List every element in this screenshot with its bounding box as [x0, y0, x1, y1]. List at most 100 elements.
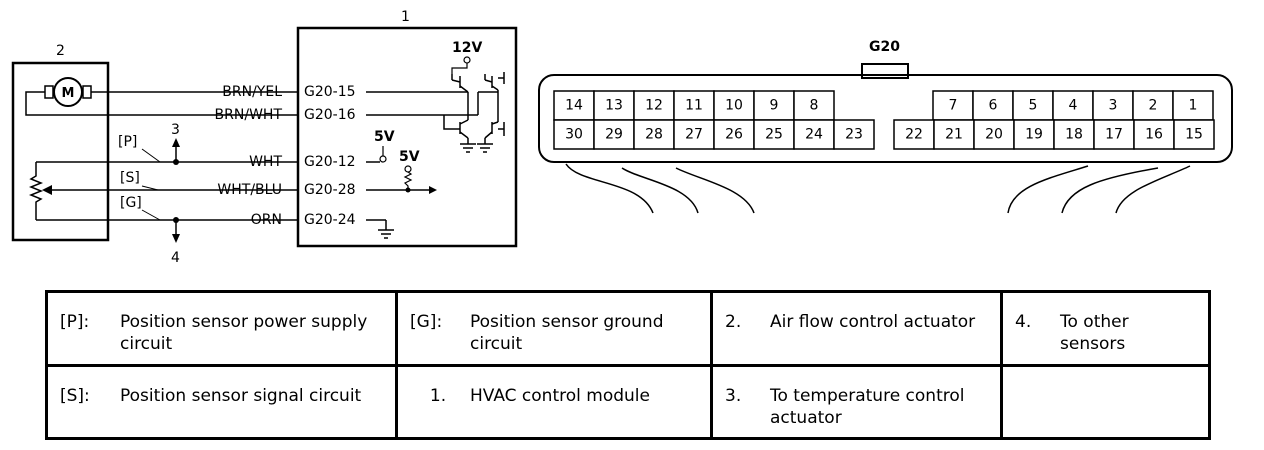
circuit-tag-g: [G] [120, 195, 142, 211]
connector-pin-number: 11 [685, 98, 703, 114]
legend-cell-s: [S]: Position sensor signal circuit [45, 363, 398, 440]
connector-pin-number: 1 [1189, 98, 1198, 114]
connector-pin-number: 15 [1185, 127, 1203, 143]
connector-pin-cell [1053, 119, 1095, 150]
motor-icon: M [44, 77, 92, 107]
wire-color-4: WHT/BLU [217, 182, 282, 198]
connector-pin-number: 5 [1029, 98, 1038, 114]
pin-label-2: G20-16 [304, 107, 356, 123]
legend-table: [P]: Position sensor power supply circui… [45, 290, 1211, 440]
connector-pin-cell [833, 119, 875, 150]
connector-pin-cell [793, 90, 835, 121]
legend-desc: To other sensors [1060, 312, 1129, 354]
connector-wire-leads [565, 163, 1191, 214]
legend-key: [P]: [60, 312, 90, 332]
connector-pin-number: 28 [645, 127, 663, 143]
legend-desc: HVAC control module [470, 385, 650, 406]
legend-cell-2: 2. Air flow control actuator [710, 290, 1003, 367]
connector-pin-cell [793, 119, 835, 150]
pin-label-5: G20-24 [304, 212, 356, 228]
hvac-module-box [296, 26, 518, 248]
connector-pin-cell [933, 119, 975, 150]
connector-pin-cell [1013, 119, 1055, 150]
ground-icon [460, 143, 493, 153]
connector-pin-number: 3 [1109, 98, 1118, 114]
wire-color-2: BRN/WHT [215, 107, 283, 123]
connector-pin-number: 6 [989, 98, 998, 114]
connector-pin-number: 25 [765, 127, 783, 143]
connector-pin-number: 23 [845, 127, 863, 143]
connector-pin-cell [1133, 119, 1175, 150]
connector-pin-cell [972, 90, 1014, 121]
connector-pin-number: 29 [605, 127, 623, 143]
pin-label-4: G20-28 [304, 182, 356, 198]
arrow-up-icon [172, 138, 180, 147]
wire-color-3: WHT [249, 154, 282, 170]
connector-pin-number: 13 [605, 98, 623, 114]
actuator-box [11, 61, 110, 242]
connector-pin-cell [673, 90, 715, 121]
legend-cell-3: 3. To temperature control actuator [710, 363, 1003, 440]
connector-pin-number: 7 [949, 98, 958, 114]
motor-label: M [62, 86, 75, 101]
legend-key: [S]: [60, 385, 90, 406]
connector-name: G20 [869, 39, 900, 55]
legend-desc: Air flow control actuator [770, 312, 976, 332]
legend-desc: Position sensor signal circuit [120, 385, 362, 406]
h-bridge-icon [444, 72, 505, 144]
wiring-diagram: 2 M [P] [S] [G] 3 4 BRN/YEL BRN/WHT WHT … [11, 9, 1233, 266]
legend-key: 1. [429, 385, 447, 406]
connector-pin-cell [1092, 90, 1134, 121]
module-number: 1 [401, 9, 410, 25]
legend-key: 3. [725, 385, 742, 406]
supply-5v-b: 5V [399, 149, 420, 165]
circuit-tag-s: [S] [120, 170, 140, 186]
legend-cell-empty [1000, 363, 1211, 440]
wire-color-5: ORN [251, 212, 282, 228]
legend-key: [G]: [410, 312, 443, 332]
arrow-up-number: 3 [171, 122, 180, 138]
wire-color-1: BRN/YEL [222, 84, 282, 100]
legend-cell-p: [P]: Position sensor power supply circui… [45, 290, 398, 367]
connector-pin-number: 2 [1149, 98, 1158, 114]
circuit-tag-p: [P] [118, 134, 137, 150]
connector-pin-cell [893, 119, 935, 150]
ground-icon [378, 220, 394, 239]
legend-cell-g: [G]: Position sensor ground circuit [395, 290, 713, 367]
connector-pin-number: 12 [645, 98, 663, 114]
connector-pin-number: 9 [770, 98, 779, 114]
supply-5v-a: 5V [374, 129, 395, 145]
arrow-down-number: 4 [171, 250, 180, 266]
connector-pin-cell [1093, 119, 1135, 150]
actuator-number: 2 [56, 43, 65, 59]
legend-desc: To temperature control actuator [770, 385, 965, 428]
supply-12v: 12V [452, 40, 482, 56]
pin-row-bottom-left: 30 29 28 27 26 25 24 23 [553, 119, 875, 150]
connector-pin-number: 27 [685, 127, 703, 143]
connector-pin-number: 14 [565, 98, 583, 114]
legend-desc: Position sensor ground circuit [470, 312, 664, 354]
connector-pin-cell [633, 90, 675, 121]
legend-cell-4: 4. To other sensors [1000, 290, 1211, 367]
connector-pin-number: 8 [810, 98, 819, 114]
connector-pin-number: 26 [725, 127, 743, 143]
connector-pin-number: 24 [805, 127, 823, 143]
legend-cell-1: 1. HVAC control module [395, 363, 713, 440]
arrow-down-icon [172, 234, 180, 243]
connector-pin-number: 20 [985, 127, 1003, 143]
legend-desc: Position sensor power supply circuit [120, 312, 368, 354]
pin-row-top-right: 7 6 5 4 3 2 1 [932, 90, 1214, 121]
connector-pin-cell [1173, 119, 1215, 150]
legend-key: 2. [725, 312, 742, 332]
legend-key: 4. [1015, 312, 1032, 332]
connector-pin-number: 30 [565, 127, 583, 143]
connector-pin-number: 21 [945, 127, 963, 143]
connector-pin-number: 4 [1069, 98, 1078, 114]
connector-pin-cell [1132, 90, 1174, 121]
connector-pin-number: 17 [1105, 127, 1123, 143]
connector-pin-number: 19 [1025, 127, 1043, 143]
connector-pin-cell [553, 119, 595, 150]
